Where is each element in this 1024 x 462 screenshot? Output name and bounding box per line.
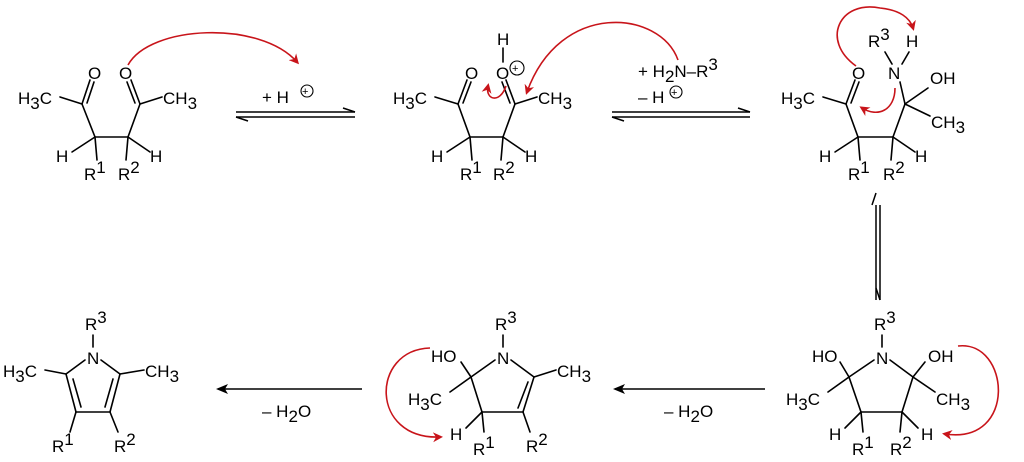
methyl-label: H3C bbox=[408, 390, 442, 414]
equilibrium-arrow-1: + H + bbox=[235, 84, 356, 122]
hydroxy-dihydropyrrole-intermediate: R3 N HO H3C CH3 H R1 R2 bbox=[385, 308, 591, 459]
electron-pushing-arrow bbox=[481, 83, 507, 99]
oxygen-label: O bbox=[88, 64, 101, 83]
hydrogen-label: H bbox=[150, 147, 162, 166]
r3-label: R3 bbox=[874, 308, 896, 334]
nitrogen-label: N bbox=[87, 349, 99, 368]
methyl-label: CH3 bbox=[145, 362, 179, 386]
electron-pushing-arrow bbox=[127, 31, 299, 66]
hydrogen-label: H bbox=[431, 147, 443, 166]
hydroxyl-label: HO bbox=[812, 347, 838, 366]
hydrogen-label: H bbox=[56, 147, 68, 166]
nucleophilic-attack-arrow bbox=[524, 21, 679, 95]
hydrogen-label: H bbox=[829, 425, 841, 444]
oxygen-label: O bbox=[852, 64, 865, 83]
equilibrium-arrow-2: + H2N–R3 – H + bbox=[611, 55, 751, 122]
r2-label: R2 bbox=[493, 158, 515, 184]
svg-text:+: + bbox=[302, 86, 308, 98]
r2-label: R2 bbox=[883, 158, 905, 184]
reagent-amine-label: + H2N–R3 bbox=[638, 55, 718, 86]
reagent-proton-label: + H bbox=[262, 88, 289, 107]
r2-label: R2 bbox=[526, 430, 548, 456]
r1-label: R1 bbox=[852, 433, 874, 459]
hydroxyl-label: HO bbox=[431, 347, 457, 366]
elimination-arrow bbox=[942, 345, 1000, 440]
methyl-label: H3C bbox=[393, 89, 427, 113]
r1-label: R1 bbox=[848, 158, 870, 184]
svg-text:+: + bbox=[671, 87, 677, 99]
r2-label: R2 bbox=[118, 158, 140, 184]
dehydration-arrow-2: – H2O bbox=[216, 384, 362, 426]
hydrogen-label: H bbox=[525, 147, 537, 166]
proton-transfer-arrow bbox=[836, 6, 916, 67]
nitrogen-label: N bbox=[888, 64, 900, 83]
methyl-label: H3C bbox=[18, 89, 52, 113]
methyl-label: CH3 bbox=[936, 390, 970, 414]
r3-label: R3 bbox=[868, 25, 890, 51]
protonated-diketone-molecule: H3C O O + H CH3 H R1 H R2 bbox=[393, 21, 679, 184]
r2-label: R2 bbox=[114, 430, 136, 456]
r1-label: R1 bbox=[52, 430, 74, 456]
hydrogen-label: H bbox=[921, 425, 933, 444]
hemiaminal-molecule: H3C O N R3 H OH CH3 H R1 H R2 bbox=[781, 6, 965, 184]
elimination-arrow bbox=[385, 347, 443, 443]
r3-label: R3 bbox=[85, 308, 107, 334]
hydrogen-label: H bbox=[497, 30, 509, 49]
hydrogen-label: H bbox=[906, 32, 918, 51]
oxygen-label: O bbox=[119, 64, 132, 83]
pyrrole-product: R3 N H3C CH3 R1 R2 bbox=[3, 308, 179, 456]
nitrogen-label: N bbox=[876, 349, 888, 368]
methyl-label: H3C bbox=[786, 390, 820, 414]
hydrogen-label: H bbox=[450, 425, 462, 444]
minus-water-label: – H2O bbox=[262, 402, 311, 426]
r1-label: R1 bbox=[473, 433, 495, 459]
oxygen-label: O bbox=[465, 64, 478, 83]
oxygen-label: O bbox=[496, 64, 509, 83]
dehydration-arrow-1: – H2O bbox=[613, 384, 765, 426]
cyclic-dihydroxy-intermediate: R3 N HO H3C OH CH3 H R1 H R2 bbox=[786, 308, 1000, 459]
hydroxyl-label: OH bbox=[928, 347, 954, 366]
r2-label: R2 bbox=[890, 433, 912, 459]
methyl-label: CH3 bbox=[931, 113, 965, 137]
ring-closure-arrow bbox=[859, 87, 896, 116]
diketone-molecule: H3C O O CH3 H R1 H R2 bbox=[18, 31, 299, 184]
reagent-deprotonation-label: – H bbox=[638, 88, 664, 107]
minus-water-label: – H2O bbox=[664, 402, 713, 426]
equilibrium-arrow-vertical bbox=[871, 192, 881, 301]
r3-label: R3 bbox=[495, 308, 517, 334]
methyl-label: CH3 bbox=[538, 89, 572, 113]
methyl-label: H3C bbox=[3, 362, 37, 386]
r1-label: R1 bbox=[84, 158, 106, 184]
hydroxyl-label: OH bbox=[930, 69, 956, 88]
methyl-label: CH3 bbox=[557, 362, 591, 386]
hydrogen-label: H bbox=[819, 147, 831, 166]
r1-label: R1 bbox=[460, 158, 482, 184]
methyl-label: H3C bbox=[781, 89, 815, 113]
svg-text:+: + bbox=[512, 63, 518, 75]
nitrogen-label: N bbox=[497, 349, 509, 368]
methyl-label: CH3 bbox=[163, 89, 197, 113]
hydrogen-label: H bbox=[915, 147, 927, 166]
